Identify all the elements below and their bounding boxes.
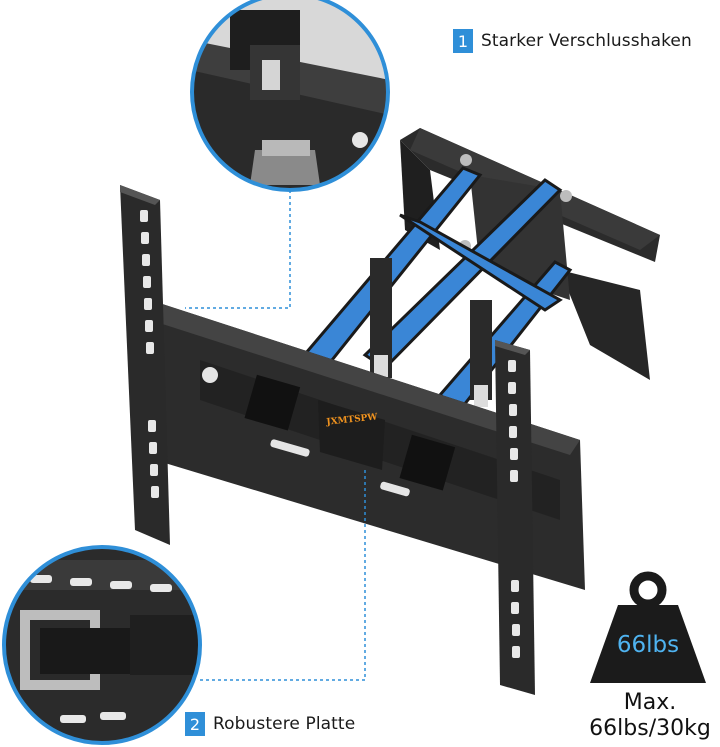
callout-number: 1 xyxy=(457,31,469,51)
max-load-line2: 66lbs/30kg xyxy=(589,716,711,741)
zoom-detail-locking-hook xyxy=(190,0,390,192)
callout-locking-hook: 1 Starker Verschlusshaken xyxy=(453,29,692,53)
callout-number: 2 xyxy=(189,714,201,734)
max-load-line1: Max. xyxy=(623,690,677,715)
callout-text: Starker Verschlusshaken xyxy=(481,31,692,51)
zoom-detail-plate xyxy=(2,545,202,745)
swivel-arms xyxy=(297,166,573,413)
left-vertical-bracket xyxy=(120,185,170,545)
callout-1-number-box xyxy=(453,29,473,53)
right-vertical-bracket xyxy=(495,340,535,695)
main-plate xyxy=(150,300,585,590)
callout-text: Robustere Platte xyxy=(213,714,356,734)
callout-stronger-plate: 2 Robustere Platte xyxy=(185,712,355,736)
weight-icon-label: 66lbs xyxy=(616,632,680,658)
connector-lines xyxy=(185,190,366,681)
wall-plate xyxy=(400,128,660,380)
max-load-text: Max. 66lbs/30kg xyxy=(565,690,720,742)
weight-icon xyxy=(590,571,706,683)
callout-2-number-box xyxy=(185,712,205,736)
